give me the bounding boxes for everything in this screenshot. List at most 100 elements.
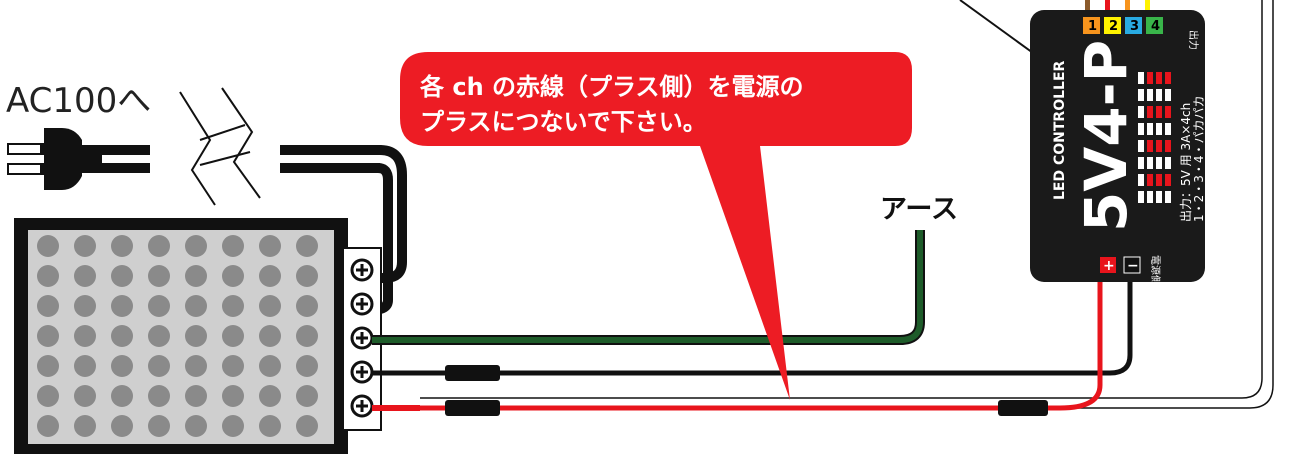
led-segment: [1165, 123, 1171, 135]
channel-indicator: 1: [1083, 17, 1100, 34]
vent-hole: [111, 235, 133, 257]
minus-terminal: [1123, 256, 1141, 274]
vent-hole: [259, 385, 281, 407]
vent-hole: [185, 235, 207, 257]
vent-hole: [74, 385, 96, 407]
vent-hole: [259, 355, 281, 377]
led-segment: [1138, 140, 1144, 152]
vent-hole: [185, 325, 207, 347]
vent-hole: [111, 265, 133, 287]
plug-icon: [7, 128, 102, 190]
led-segment: [1138, 106, 1144, 118]
vent-hole: [148, 235, 170, 257]
vent-hole: [37, 355, 59, 377]
vent-hole: [148, 325, 170, 347]
cable-break-icon: [179, 87, 261, 206]
vent-hole: [259, 295, 281, 317]
vent-hole: [185, 355, 207, 377]
channel-number: 3: [1130, 19, 1139, 34]
vent-hole: [111, 385, 133, 407]
callout-bubble: 各 ch の赤線（プラス側）を電源の プラスにつないで下さい。: [400, 52, 912, 400]
vent-hole: [111, 295, 133, 317]
vent-grid: [37, 235, 318, 437]
callout-text-line1: 各 ch の赤線（プラス側）を電源の: [419, 73, 804, 101]
led-segment: [1147, 174, 1153, 186]
vent-hole: [259, 235, 281, 257]
input-label: 電源側入力: [1149, 255, 1162, 305]
led-bars: [1138, 72, 1171, 203]
vent-hole: [74, 355, 96, 377]
earth-label: アース: [880, 194, 958, 225]
led-segment: [1165, 140, 1171, 152]
spec-line1: 出力：5V 用 3A×4ch: [1179, 103, 1193, 222]
led-segment: [1147, 157, 1153, 169]
led-segment: [1156, 106, 1162, 118]
plus-terminal: [1100, 257, 1116, 273]
led-segment: [1138, 174, 1144, 186]
vent-hole: [296, 355, 318, 377]
vent-hole: [74, 235, 96, 257]
plus-label: +: [1103, 258, 1115, 274]
plus-wire: [372, 278, 1103, 416]
led-segment: [1138, 191, 1144, 203]
channel-indicator: 4: [1146, 17, 1163, 34]
channel-indicator: 2: [1104, 17, 1121, 34]
channel-indicator: 3: [1125, 17, 1142, 34]
vent-hole: [222, 355, 244, 377]
vent-hole: [222, 265, 244, 287]
vent-hole: [148, 295, 170, 317]
vent-hole: [296, 415, 318, 437]
output-label: 出力: [1187, 30, 1200, 50]
led-segment: [1138, 89, 1144, 101]
ac-label: AC100へ: [6, 81, 151, 121]
screw-terminal-icon: [350, 258, 374, 282]
channel-number: 2: [1109, 19, 1118, 34]
led-segment: [1165, 89, 1171, 101]
vent-hole: [74, 295, 96, 317]
led-segment: [1165, 157, 1171, 169]
callout-text-line2: プラスにつないで下さい。: [420, 108, 707, 136]
vent-hole: [222, 385, 244, 407]
led-segment: [1147, 106, 1153, 118]
vent-hole: [185, 265, 207, 287]
minus-wire: [372, 278, 1133, 381]
led-segment: [1147, 140, 1153, 152]
led-segment: [1156, 89, 1162, 101]
led-segment: [1156, 140, 1162, 152]
vent-hole: [296, 265, 318, 287]
outline-frame: [420, 0, 1274, 409]
led-segment: [1156, 72, 1162, 84]
led-segment: [1147, 89, 1153, 101]
vent-hole: [222, 295, 244, 317]
screw-terminal-icon: [350, 292, 374, 316]
vent-hole: [37, 295, 59, 317]
led-segment: [1156, 123, 1162, 135]
vent-hole: [296, 325, 318, 347]
vent-hole: [185, 415, 207, 437]
vent-hole: [296, 235, 318, 257]
power-supply-unit: [14, 218, 382, 454]
screw-terminal-icon: [350, 360, 374, 384]
led-segment: [1138, 123, 1144, 135]
led-segment: [1156, 174, 1162, 186]
vent-hole: [37, 325, 59, 347]
minus-label: −: [1127, 258, 1139, 274]
spec-line2: 1・2・3・4・パカパカ: [1192, 95, 1206, 222]
channel-number: 4: [1151, 19, 1160, 34]
vent-hole: [111, 325, 133, 347]
vent-hole: [37, 415, 59, 437]
led-segment: [1165, 72, 1171, 84]
led-segment: [1147, 191, 1153, 203]
vent-hole: [148, 415, 170, 437]
led-segment: [1147, 72, 1153, 84]
output-wires: [1085, 0, 1150, 12]
controller-subtitle: LED CONTROLLER: [1052, 60, 1068, 200]
vent-hole: [185, 295, 207, 317]
vent-hole: [296, 385, 318, 407]
vent-hole: [222, 235, 244, 257]
channel-number: 1: [1088, 19, 1097, 34]
led-segment: [1138, 72, 1144, 84]
